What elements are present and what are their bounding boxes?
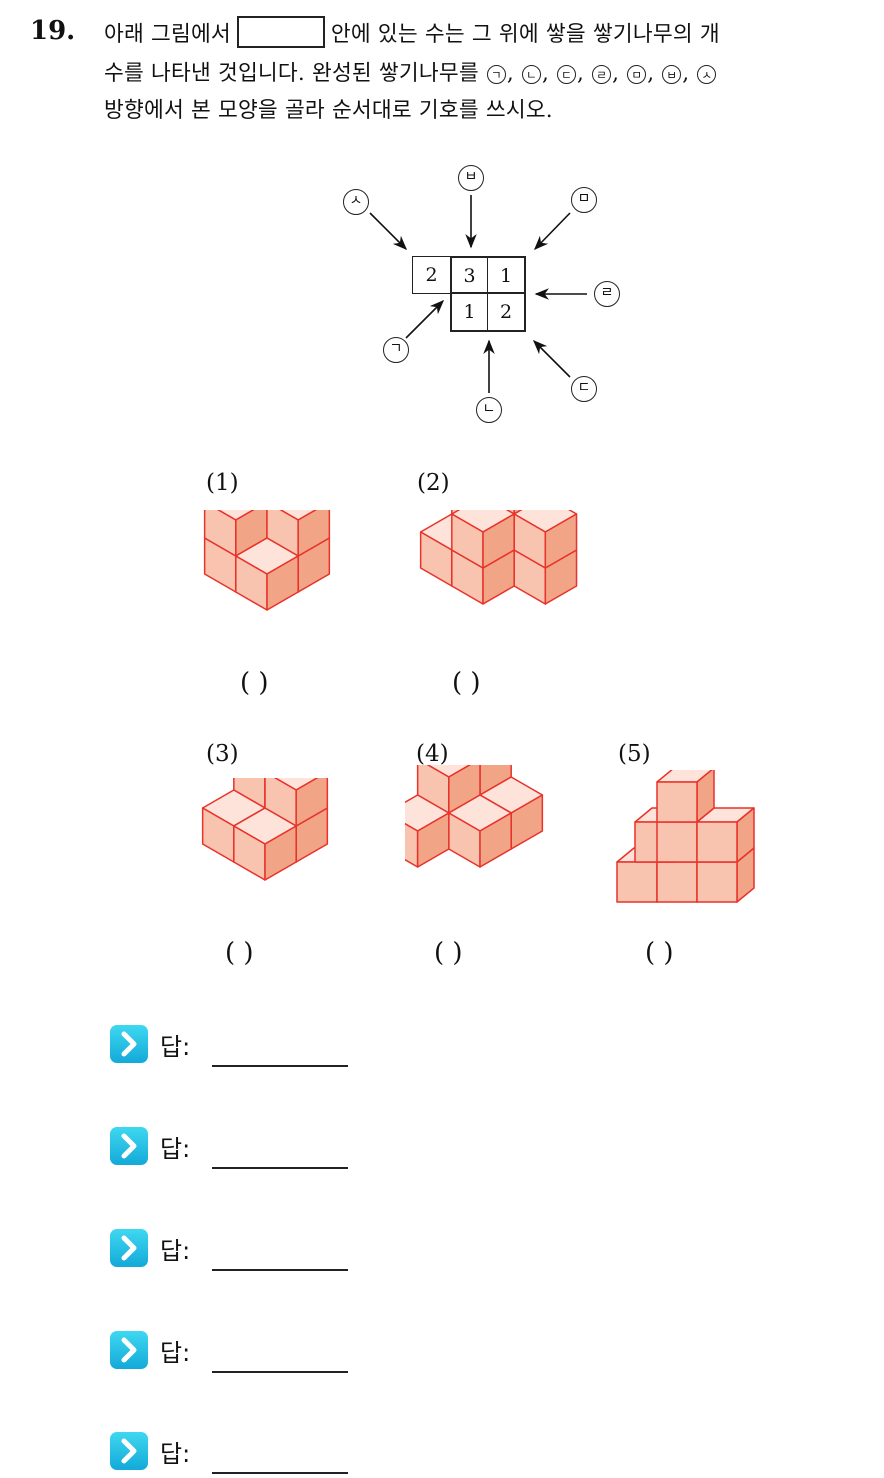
answer-blank[interactable] [212, 1472, 348, 1474]
circled-mark: ㄹ [592, 65, 612, 84]
cube [203, 510, 268, 557]
answer-box-symbol [236, 16, 325, 48]
cube-figure-4 [405, 765, 544, 868]
question-line-2: 수를 나타낸 것입니다. 완성된 쌓기나무를 ㄱ, ㄴ, ㄷ, ㄹ, ㅁ, ㅂ,… [104, 56, 717, 87]
question-line-1: 아래 그림에서 안에 있는 수는 그 위에 쌓을 쌓기나무의 개 [104, 16, 720, 48]
direction-label-rieul: ㄹ [594, 281, 620, 307]
chevron-right-icon [110, 1127, 148, 1165]
direction-arrows [369, 195, 587, 393]
figure-label: (1) [206, 470, 239, 496]
direction-label-digeut: ㄷ [571, 376, 597, 402]
answer-parens: ( ) [240, 668, 269, 698]
figure-label: (5) [618, 741, 651, 767]
arrow-siot [369, 212, 408, 251]
cube [656, 770, 715, 823]
answer-label: 답: [160, 1339, 191, 1367]
chevron-right-icon [110, 1432, 148, 1470]
question-text-part: 안에 있는 수는 그 위에 쌓을 쌓기나무의 개 [330, 22, 720, 47]
figure-label: (4) [416, 741, 449, 767]
chevron-right-icon [110, 1229, 148, 1267]
figure-label: (2) [417, 470, 450, 496]
answer-label: 답: [160, 1033, 191, 1061]
answer-blank[interactable] [212, 1167, 348, 1169]
direction-label-nieun: ㄴ [476, 397, 502, 423]
answer-parens: ( ) [434, 938, 463, 968]
answer-blank[interactable] [212, 1269, 348, 1271]
top-view-map: 2 3 1 1 2 ㅅ ㅂ ㅁ ㄹ ㄷ ㄴ ㄱ [330, 155, 630, 435]
direction-label-bieup: ㅂ [458, 165, 484, 191]
grid-cell: 2 [412, 256, 450, 294]
cube [405, 794, 450, 868]
direction-label-siot: ㅅ [343, 189, 369, 215]
answer-blank[interactable] [212, 1371, 348, 1373]
cube [235, 537, 299, 611]
answer-parens: ( ) [645, 938, 674, 968]
question-text-part: 아래 그림에서 [104, 22, 231, 47]
grid-cell: 1 [450, 294, 488, 332]
answer-parens: ( ) [452, 668, 481, 698]
answer-blank[interactable] [212, 1065, 348, 1067]
question-number: 19. [30, 16, 76, 46]
arrow-giyeok [405, 299, 445, 339]
cube [233, 807, 297, 881]
chevron-right-icon [110, 1025, 148, 1063]
arrow-mieum [533, 212, 571, 251]
cube [416, 765, 481, 814]
answer-parens: ( ) [225, 938, 254, 968]
arrow-digeut [532, 339, 571, 378]
grid-cell: 1 [488, 256, 526, 294]
answer-label: 답: [160, 1440, 191, 1468]
grid-cell: 2 [488, 294, 526, 332]
circled-mark: ㅁ [627, 65, 647, 84]
direction-label-giyeok: ㄱ [383, 337, 409, 363]
circled-mark: ㄴ [521, 65, 541, 84]
cube [448, 794, 512, 868]
cube-figure-1 [203, 510, 331, 611]
cube [696, 807, 755, 863]
circled-mark: ㄱ [486, 65, 506, 84]
cube-figure-2 [419, 510, 578, 605]
question-line-3: 방향에서 본 모양을 골라 순서대로 기호를 쓰시오. [104, 98, 553, 123]
grid-cell: 3 [450, 256, 488, 294]
cube-figure-3 [201, 778, 329, 881]
circled-mark: ㄷ [557, 65, 577, 84]
circled-mark: ㅅ [697, 65, 717, 84]
question-text-part: 수를 나타낸 것입니다. 완성된 쌓기나무를 [104, 61, 479, 86]
cube-figure-5 [616, 770, 755, 903]
circled-mark: ㅂ [662, 65, 682, 84]
answer-label: 답: [160, 1237, 191, 1265]
figure-label: (3) [206, 741, 239, 767]
answer-label: 답: [160, 1135, 191, 1163]
cube [266, 510, 331, 557]
cube [513, 510, 578, 569]
direction-label-mieum: ㅁ [571, 187, 597, 213]
chevron-right-icon [110, 1331, 148, 1369]
cube [451, 510, 515, 569]
